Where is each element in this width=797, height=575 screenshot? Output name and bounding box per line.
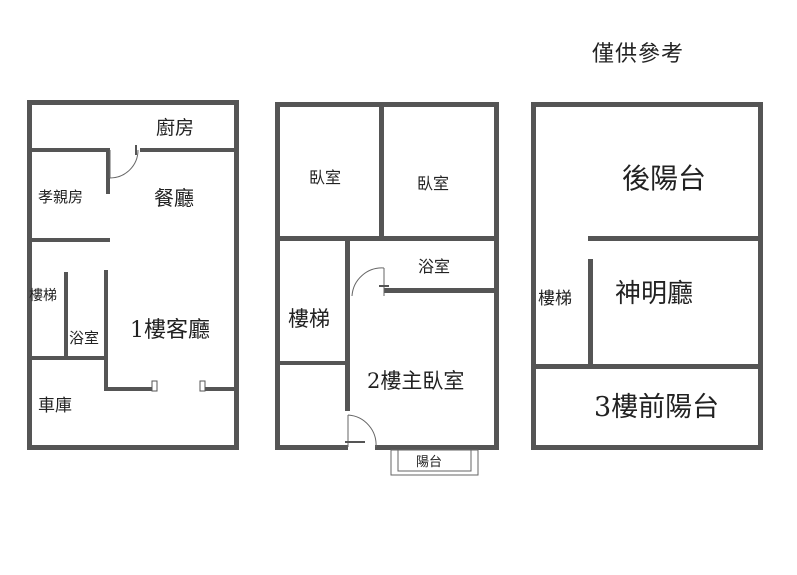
f2-bedroom-a-label: 臥室 xyxy=(309,168,341,187)
f1-wall-kitchen-right xyxy=(140,148,239,152)
f2-wall-bottom-right xyxy=(375,445,499,450)
f3-wall-left xyxy=(531,102,536,450)
f2-stairs-label: 樓梯 xyxy=(288,307,330,331)
floor-1-plan: 廚房 孝親房 餐廳 樓梯 浴室 1樓客廳 車庫 xyxy=(27,100,239,450)
f2-bedroom-b-label: 臥室 xyxy=(417,174,449,193)
f2-balcony-label: 陽台 xyxy=(416,455,442,470)
f1-bathroom-label: 浴室 xyxy=(69,329,99,347)
f3-wall-right xyxy=(758,102,763,450)
f2-wall-top xyxy=(275,102,499,107)
f1-garage-label: 車庫 xyxy=(38,396,72,416)
disclaimer-caption: 僅供參考 xyxy=(592,42,685,67)
f3-wall-rear-balcony-bottom xyxy=(588,236,763,241)
f2-wall-bath-bottom xyxy=(384,288,499,293)
f2-wall-bottom-left xyxy=(275,445,348,450)
f1-wall-bath-bottom xyxy=(27,356,107,360)
f3-wall-bottom xyxy=(531,445,763,450)
f1-living-room-label: 1樓客廳 xyxy=(130,318,210,343)
f2-master-bedroom-label: 2樓主臥室 xyxy=(367,369,464,393)
f1-wall-top xyxy=(27,100,239,105)
f2-door-bath-swing xyxy=(351,267,385,297)
f2-wall-stairs-right xyxy=(345,236,350,411)
f2-door-bottom-swing xyxy=(347,414,377,448)
f1-stairs-label: 樓梯 xyxy=(29,288,57,304)
f1-wall-right xyxy=(234,100,239,450)
f1-wall-living-bottom-left xyxy=(104,387,156,391)
f2-wall-right xyxy=(494,102,499,450)
f1-kitchen-label: 廚房 xyxy=(156,116,194,139)
f3-wall-front-balcony-top xyxy=(531,364,763,369)
f3-stairs-label: 樓梯 xyxy=(538,289,572,309)
f1-wall-elder-right xyxy=(106,148,110,194)
floor-2-plan: 臥室 臥室 浴室 樓梯 2樓主臥室 陽台 xyxy=(275,102,499,476)
f3-shrine-hall-label: 神明廳 xyxy=(615,279,693,309)
f1-door-jamb-left xyxy=(151,380,158,392)
f2-wall-bedroom-divider xyxy=(379,102,384,240)
f2-bathroom-label: 浴室 xyxy=(418,257,450,276)
f1-wall-stairs-right xyxy=(64,272,68,360)
f3-rear-balcony-label: 後陽台 xyxy=(622,162,706,195)
f1-wall-elder-bottom xyxy=(27,238,110,242)
f2-balcony-inner xyxy=(397,449,472,472)
f3-wall-stairs-right xyxy=(588,259,593,366)
f1-wall-living-bottom-right xyxy=(202,387,239,391)
f1-wall-living-left xyxy=(104,270,108,391)
floor-3-plan: 後陽台 樓梯 神明廳 3樓前陽台 xyxy=(531,102,763,450)
f2-wall-bedroom-bottom xyxy=(275,236,499,241)
f3-front-balcony-label: 3樓前陽台 xyxy=(594,392,719,423)
f2-wall-stairs-bottom xyxy=(275,361,348,365)
f1-wall-kitchen-left xyxy=(27,148,110,152)
f1-wall-left xyxy=(27,100,32,450)
f1-door-swing xyxy=(109,149,139,179)
f3-wall-top xyxy=(531,102,763,107)
f1-dining-label: 餐廳 xyxy=(154,186,194,210)
f1-door-jamb-right xyxy=(199,380,206,392)
f1-wall-bottom xyxy=(27,445,239,450)
f1-elder-room-label: 孝親房 xyxy=(38,188,83,206)
f2-wall-left xyxy=(275,102,280,450)
